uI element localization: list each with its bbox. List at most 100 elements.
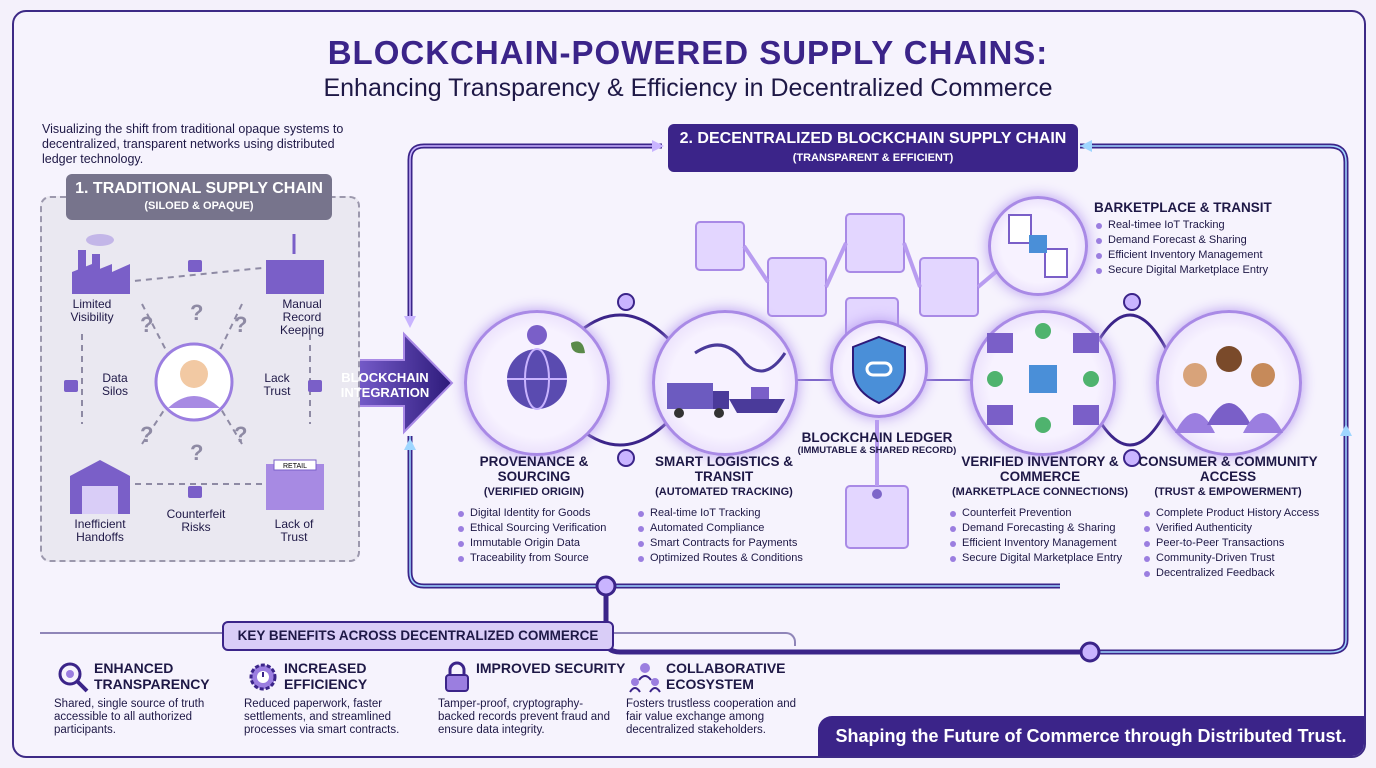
padlock-icon — [445, 661, 469, 692]
label-data-silos: Data Silos — [101, 371, 128, 398]
community-people-icon — [1175, 346, 1283, 433]
provenance-circle — [464, 310, 610, 456]
list-item: Verified Authenticity — [1142, 521, 1319, 536]
loop-arrow-down — [404, 316, 416, 328]
ledger-title: BLOCKCHAIN LEDGER — [801, 430, 953, 445]
traditional-title: 1. TRADITIONAL SUPPLY CHAIN — [75, 180, 323, 197]
ledger-label: BLOCKCHAIN LEDGER (IMMUTABLE & SHARED RE… — [792, 430, 962, 456]
ledger-shield-circle — [830, 320, 928, 418]
intro-text: Visualizing the shift from traditional o… — [42, 122, 344, 166]
loop-arrow-right — [652, 140, 664, 152]
ledger-subtitle: (IMMUTABLE & SHARED RECORD) — [797, 445, 957, 456]
question-mark-icons: ??? ??? — [140, 300, 247, 465]
svg-text:?: ? — [190, 440, 203, 465]
list-item: Secure Digital Marketplace Entry — [1094, 263, 1284, 278]
factory-icon — [72, 234, 130, 294]
list-item: Digital Identity for Goods — [456, 506, 606, 521]
list-item: Smart Contracts for Payments — [636, 536, 803, 551]
label-lack-trust: Lack Trust — [263, 371, 291, 398]
label-limited-visibility: Limited Visibility — [70, 297, 114, 324]
benefit-efficiency-desc: Reduced paperwork, faster settlements, a… — [244, 698, 400, 736]
benefit-security-desc: Tamper-proof, cryptography-backed record… — [438, 698, 610, 736]
list-item: Peer-to-Peer Transactions — [1142, 536, 1319, 551]
benefit-ecosystem-title: COLLABORATIVE ECOSYSTEM — [666, 660, 786, 692]
list-item: Traceability from Source — [456, 551, 606, 566]
list-item: Secure Digital Marketplace Entry — [948, 551, 1122, 566]
people-network-icon — [629, 663, 661, 693]
store-sign: RETAIL — [283, 463, 307, 470]
section-inventory-list: Counterfeit Prevention Demand Forecastin… — [948, 506, 1122, 566]
list-item: Community-Driven Trust — [1142, 551, 1319, 566]
svg-text:?: ? — [140, 312, 153, 337]
label-manual-records: Manual Record Keeping — [279, 297, 325, 337]
section-consumer-title: CONSUMER & COMMUNITY ACCESS — [1138, 454, 1318, 484]
globe-icon — [507, 325, 585, 410]
loop-arrow-up-left — [404, 438, 416, 450]
loop-arrow-left — [1080, 140, 1092, 152]
list-item: Real-time IoT Tracking — [636, 506, 803, 521]
section-logistics-title: SMART LOGISTICS & TRANSIT — [655, 454, 793, 484]
footer-tagline: Shaping the Future of Commerce through D… — [818, 716, 1364, 756]
shield-chain-icon — [852, 335, 906, 405]
magnifier-eye-icon — [58, 662, 89, 693]
consumer-circle — [1156, 310, 1302, 456]
document-cycle-icon — [1008, 214, 1068, 278]
section-inventory-subtitle: (MARKETPLACE CONNECTIONS) — [952, 486, 1128, 498]
inventory-circle — [970, 310, 1116, 456]
warehouse-icon — [70, 460, 130, 514]
page-title: BLOCKCHAIN-POWERED SUPPLY CHAINS: — [327, 34, 1049, 71]
decentralized-title: 2. DECENTRALIZED BLOCKCHAIN SUPPLY CHAIN — [679, 130, 1067, 147]
section-logistics-list: Real-time IoT Tracking Automated Complia… — [636, 506, 803, 566]
gear-clock-icon — [249, 663, 277, 691]
list-item: Decentralized Feedback — [1142, 566, 1319, 581]
traditional-diagram: RETAIL ??? ??? — [64, 234, 324, 514]
page-subtitle: Enhancing Transparency & Efficiency in D… — [323, 74, 1053, 102]
node-bottom-left — [595, 575, 617, 597]
benefit-ecosystem-desc: Fosters trustless cooperation and fair v… — [626, 698, 797, 736]
list-item: Real-timee IoT Tracking — [1094, 218, 1284, 233]
section-provenance-list: Digital Identity for Goods Ethical Sourc… — [456, 506, 606, 566]
marketplace-network-icon — [987, 323, 1099, 433]
lock-icons — [64, 260, 322, 498]
label-counterfeit-risks: Counterfeit Risks — [166, 507, 226, 534]
benefits-title: KEY BENEFITS ACROSS DECENTRALIZED COMMER… — [222, 621, 614, 651]
loop-arrow-up — [1340, 424, 1352, 436]
marketplace-title: BARKETPLACE & TRANSIT — [1094, 200, 1272, 215]
list-item: Efficient Inventory Management — [1094, 248, 1284, 263]
block-cubes — [695, 213, 979, 549]
list-item: Optimized Routes & Conditions — [636, 551, 803, 566]
marketplace-block: BARKETPLACE & TRANSIT Real-timee IoT Tra… — [1094, 200, 1272, 276]
container-icon — [266, 234, 324, 294]
list-item: Demand Forecast & Sharing — [1094, 233, 1284, 248]
decentralized-header: 2. DECENTRALIZED BLOCKCHAIN SUPPLY CHAIN… — [668, 124, 1078, 172]
benefit-security-title: IMPROVED SECURITY — [476, 660, 626, 676]
traditional-header: 1. TRADITIONAL SUPPLY CHAIN (SILOED & OP… — [66, 174, 332, 220]
integration-label: BLOCKCHAIN INTEGRATION — [340, 370, 430, 400]
svg-text:?: ? — [234, 312, 247, 337]
list-item: Ethical Sourcing Verification — [456, 521, 606, 536]
truck-ship-icon — [667, 343, 787, 418]
benefit-transparency-desc: Shared, single source of truth accessibl… — [54, 698, 205, 736]
marketplace-list: Real-timee IoT Tracking Demand Forecast … — [1094, 218, 1284, 278]
svg-text:?: ? — [140, 422, 153, 447]
section-logistics-subtitle: (AUTOMATED TRACKING) — [655, 486, 793, 498]
list-item: Immutable Origin Data — [456, 536, 606, 551]
list-item: Efficient Inventory Management — [948, 536, 1122, 551]
section-inventory-title: VERIFIED INVENTORY & COMMERCE — [961, 454, 1119, 484]
svg-text:?: ? — [190, 300, 203, 325]
svg-text:?: ? — [234, 422, 247, 447]
list-item: Demand Forecasting & Sharing — [948, 521, 1122, 536]
logistics-circle — [652, 310, 798, 456]
section-consumer-subtitle: (TRUST & EMPOWERMENT) — [1154, 486, 1302, 498]
list-item: Counterfeit Prevention — [948, 506, 1122, 521]
list-item: Automated Compliance — [636, 521, 803, 536]
section-consumer-list: Complete Product History Access Verified… — [1142, 506, 1319, 581]
node-bottom-right — [1079, 641, 1101, 663]
label-lack-of-trust: Lack of Trust — [274, 517, 314, 544]
store-icon: RETAIL — [266, 459, 324, 510]
section-provenance-subtitle: (VERIFIED ORIGIN) — [483, 486, 585, 498]
decentralized-subtitle: (TRANSPARENT & EFFICIENT) — [792, 152, 954, 164]
section-provenance-title: PROVENANCE & SOURCING — [479, 454, 589, 484]
label-inefficient-handoffs: Inefficient Handoffs — [74, 517, 126, 544]
benefit-transparency-title: ENHANCED TRANSPARENCY — [94, 660, 210, 692]
